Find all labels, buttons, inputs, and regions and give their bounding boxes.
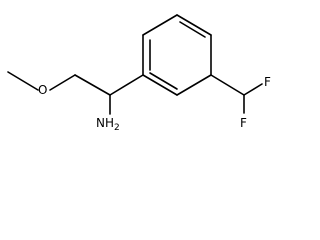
ring-bond-top-right [176, 14, 212, 36]
fluorine-lower-atom-label: F [240, 116, 247, 130]
ring-bond-bottom-left [142, 74, 178, 96]
oxygen-atom-label: O [38, 83, 47, 97]
ring-inner-double-bond-top [179, 21, 206, 38]
ring-bond-bottom-right [176, 74, 212, 96]
ring-bond-top-left [142, 14, 178, 36]
fluorine-upper-atom-label: F [264, 75, 271, 89]
chemical-structure-diagram: O NH2 F F [7, 14, 271, 133]
bond-ring-to-alpha-carbon [109, 74, 144, 96]
amine-subscript: 2 [114, 123, 120, 133]
bond-ring-to-difluoromethyl [210, 74, 245, 96]
bond-alpha-to-methylene [74, 74, 111, 96]
bond-oxygen-to-methyl [7, 71, 39, 91]
amine-group-label: NH2 [96, 116, 120, 133]
bond-carbon-to-fluorine-upper [243, 83, 263, 96]
ring-inner-double-bond-bottom [149, 72, 178, 90]
bond-methylene-to-oxygen [49, 74, 76, 91]
